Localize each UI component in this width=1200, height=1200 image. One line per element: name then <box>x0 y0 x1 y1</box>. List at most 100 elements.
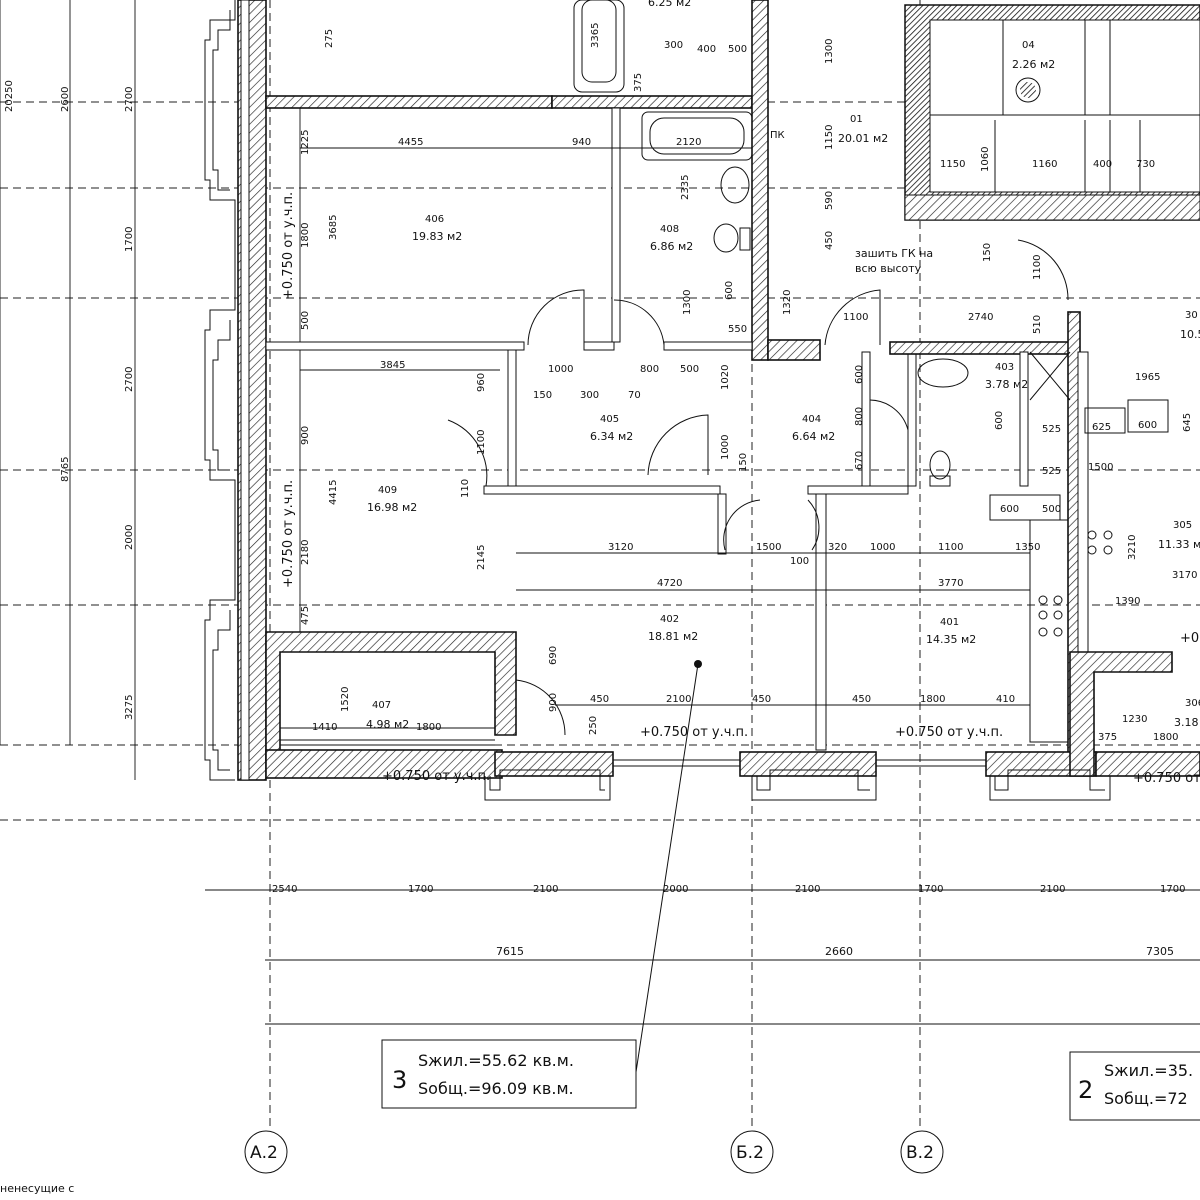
summary-total: Sобщ.=72 <box>1104 1089 1188 1108</box>
dim-text: 2740 <box>968 312 993 323</box>
axis-bubble-b2 <box>730 1130 774 1174</box>
room-area: 6.34 м2 <box>590 430 633 443</box>
summary-number: 2 <box>1078 1076 1093 1104</box>
dim-text: 1150 <box>824 125 835 150</box>
summary-box-3 <box>381 1039 637 1109</box>
room-number: 30 <box>1185 310 1198 321</box>
room-area: 6.64 м2 <box>792 430 835 443</box>
dim-text: 1100 <box>938 542 963 553</box>
dim-text: 250 <box>588 716 599 735</box>
dim-text: 1700 <box>408 884 433 895</box>
dim-text: 410 <box>996 694 1015 705</box>
dim-text: 3770 <box>938 578 963 589</box>
room-area: 3.78 м2 <box>985 378 1028 391</box>
level-mark: +0.750 от у.ч.п. <box>895 725 1003 740</box>
dim-text: 2700 <box>124 87 135 112</box>
dim-text: 1700 <box>918 884 943 895</box>
summary-living: Sжил.=55.62 кв.м. <box>418 1051 574 1070</box>
bottom-exterior-wall <box>484 651 1200 801</box>
dim-text: 645 <box>1182 413 1193 432</box>
dim-text: 1100 <box>1032 255 1043 280</box>
dim-text: 2100 <box>533 884 558 895</box>
dim-text: 4720 <box>657 578 682 589</box>
room-area: 20.01 м2 <box>838 132 888 145</box>
room-number: 401 <box>940 617 959 628</box>
doors <box>447 239 1069 736</box>
dim-text: 690 <box>548 646 559 665</box>
dim-text: 600 <box>994 411 1005 430</box>
bottom-dimensions: 2540 1700 2100 2000 2100 1700 2100 1700 … <box>272 884 1185 958</box>
dim-text: 100 <box>790 556 809 567</box>
room-number: 408 <box>660 224 679 235</box>
level-mark: +0.750 от у.ч.п. <box>281 192 296 300</box>
level-marks: +0.750 от у.ч.п. +0.750 от у.ч.п. +0.750… <box>281 192 1200 786</box>
room-area: 6.86 м2 <box>650 240 693 253</box>
dim-text: 3170 <box>1172 570 1197 581</box>
dim-text: 1965 <box>1135 372 1160 383</box>
axis-label-b2: Б.2 <box>736 1143 764 1163</box>
dim-text: 590 <box>824 191 835 210</box>
dim-text: 940 <box>572 137 591 148</box>
dim-text: 500 <box>1042 504 1061 515</box>
room-area: 14.35 м2 <box>926 633 976 646</box>
room-number: 404 <box>802 414 821 425</box>
dim-text: 1000 <box>548 364 573 375</box>
dim-text: 1060 <box>980 147 991 172</box>
room-number: 04 <box>1022 40 1035 51</box>
room-area: 3.18 <box>1174 716 1199 729</box>
dim-text: 1000 <box>870 542 895 553</box>
room-area: 11.33 м2 <box>1158 538 1200 551</box>
dim-text: 1800 <box>920 694 945 705</box>
dim-text: 1100 <box>476 430 487 455</box>
room-area: 19.83 м2 <box>412 230 462 243</box>
dim-text: 450 <box>590 694 609 705</box>
dim-text: 960 <box>476 373 487 392</box>
room-number: 403 <box>995 362 1014 373</box>
axis-label-a2: А.2 <box>250 1143 278 1163</box>
room-area: 10.5 <box>1180 328 1200 341</box>
dim-text: 400 <box>1093 159 1112 170</box>
dim-text: 1390 <box>1115 596 1140 607</box>
room-area: 6.25 м2 <box>648 0 691 9</box>
dim-text: 1520 <box>340 687 351 712</box>
level-mark: +0.750 от у.ч.п. <box>640 725 748 740</box>
dim-text: 2000 <box>124 525 135 550</box>
dim-text: 7305 <box>1146 945 1174 958</box>
dim-text: 1700 <box>1160 884 1185 895</box>
dim-text: 8765 <box>60 457 71 482</box>
dim-text: 525 <box>1042 466 1061 477</box>
dim-text: 1225 <box>300 130 311 155</box>
dim-text: 1800 <box>300 223 311 248</box>
room-area: 18.81 м2 <box>648 630 698 643</box>
interior-dimensions: 4455 940 2120 3845 1000 800 500 150 300 … <box>300 23 1197 743</box>
room-area: 4.98 м2 <box>366 718 409 731</box>
dim-text: 4415 <box>328 480 339 505</box>
dim-text: 150 <box>533 390 552 401</box>
room-area: 2.26 м2 <box>1012 58 1055 71</box>
footnote: ненесущие с <box>0 1182 74 1195</box>
dim-text: 1000 <box>720 435 731 460</box>
dim-text: 3210 <box>1127 535 1138 560</box>
room-number: 406 <box>425 214 444 225</box>
dim-text: 2100 <box>1040 884 1065 895</box>
dim-text: 3275 <box>124 695 135 720</box>
level-mark: +0.750 от у.ч.п. <box>1133 771 1200 786</box>
dim-text: 730 <box>1136 159 1155 170</box>
dim-text: 150 <box>982 243 993 262</box>
room-number: 305 <box>1173 520 1192 531</box>
dim-text: 1300 <box>682 290 693 315</box>
dim-text: 1230 <box>1122 714 1147 725</box>
dim-text: 1160 <box>1032 159 1057 170</box>
dim-text: 2100 <box>666 694 691 705</box>
dim-text: 70 <box>628 390 641 401</box>
dim-text: 20250 <box>4 80 15 112</box>
summary-living: Sжил.=35. <box>1104 1061 1193 1080</box>
dim-text: 3365 <box>590 23 601 48</box>
axis-bubble-a2 <box>244 1130 288 1174</box>
dim-text: 450 <box>752 694 771 705</box>
note-line-2: всю высоту <box>855 262 922 275</box>
dim-text: 510 <box>1032 315 1043 334</box>
note-line-1: зашить ГК на <box>855 247 933 260</box>
dim-text: 600 <box>1000 504 1019 515</box>
dim-text: 1700 <box>124 227 135 252</box>
